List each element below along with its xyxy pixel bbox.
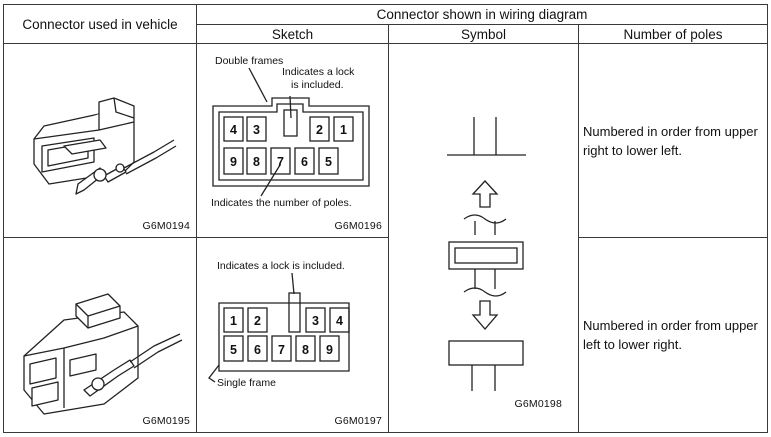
pin-label: 1	[340, 123, 347, 137]
header-diagram: Connector shown in wiring diagram	[195, 4, 769, 25]
vehicle-code: G6M0194	[142, 220, 190, 232]
sketch-diagram-double-frame: Double frames Indicates a lock is includ…	[211, 55, 370, 209]
poles-description-1: Numbered in order from upper right to lo…	[577, 43, 769, 238]
sketch-label-lock-2: is included.	[291, 79, 344, 91]
symbol-cell: G6M0198	[388, 43, 579, 433]
vehicle-cell-2: G6M0195	[3, 237, 197, 433]
header-vehicle: Connector used in vehicle	[3, 4, 197, 44]
pin-label: 2	[254, 314, 261, 328]
symbol-diagram	[447, 116, 526, 391]
sketch-label-poles: Indicates the number of poles.	[211, 197, 352, 209]
pin-label: 7	[277, 155, 284, 169]
pin-label: 4	[336, 314, 343, 328]
vehicle-code: G6M0195	[142, 415, 190, 427]
pin-label: 8	[302, 343, 309, 357]
header-poles: Number of poles	[577, 24, 769, 44]
pin-label: 4	[230, 123, 237, 137]
pin-label: 6	[301, 155, 308, 169]
pin-label: 7	[278, 343, 285, 357]
pin-label: 2	[316, 123, 323, 137]
connector-photo-illustration	[33, 97, 177, 195]
pin-label: 8	[253, 155, 260, 169]
sketch-code: G6M0197	[334, 415, 382, 427]
header-sketch: Sketch	[196, 24, 389, 44]
symbol-code: G6M0198	[514, 397, 562, 410]
pin-label: 3	[253, 123, 260, 137]
vehicle-cell-1: G6M0194	[3, 43, 197, 238]
sketch-code: G6M0196	[334, 220, 382, 232]
sketch-cell-2: Indicates a lock is included. 1 2 3 4 5 …	[196, 237, 389, 433]
sketch-diagram-single-frame: Indicates a lock is included. 1 2 3 4 5 …	[208, 260, 350, 389]
pin-label: 9	[326, 343, 333, 357]
sketch-label-frame: Single frame	[217, 377, 276, 389]
header-symbol: Symbol	[388, 24, 579, 44]
pin-label: 1	[230, 314, 237, 328]
poles-description-2: Numbered in order from upper left to low…	[577, 237, 769, 433]
pin-label: 5	[230, 343, 237, 357]
sketch-label-lock-1: Indicates a lock	[282, 66, 355, 78]
sketch-label-lock: Indicates a lock is included.	[217, 260, 345, 272]
pin-label: 9	[230, 155, 237, 169]
pin-label: 3	[312, 314, 319, 328]
sketch-label-frame: Double frames	[215, 55, 283, 67]
pin-label: 6	[254, 343, 261, 357]
connector-photo-illustration	[23, 293, 183, 415]
sketch-cell-1: Double frames Indicates a lock is includ…	[196, 43, 389, 238]
pin-label: 5	[325, 155, 332, 169]
connector-table: Connector used in vehicle Connector show…	[3, 4, 769, 433]
table-row: G6M0195	[3, 237, 769, 433]
table-row: G6M0194	[3, 43, 769, 433]
